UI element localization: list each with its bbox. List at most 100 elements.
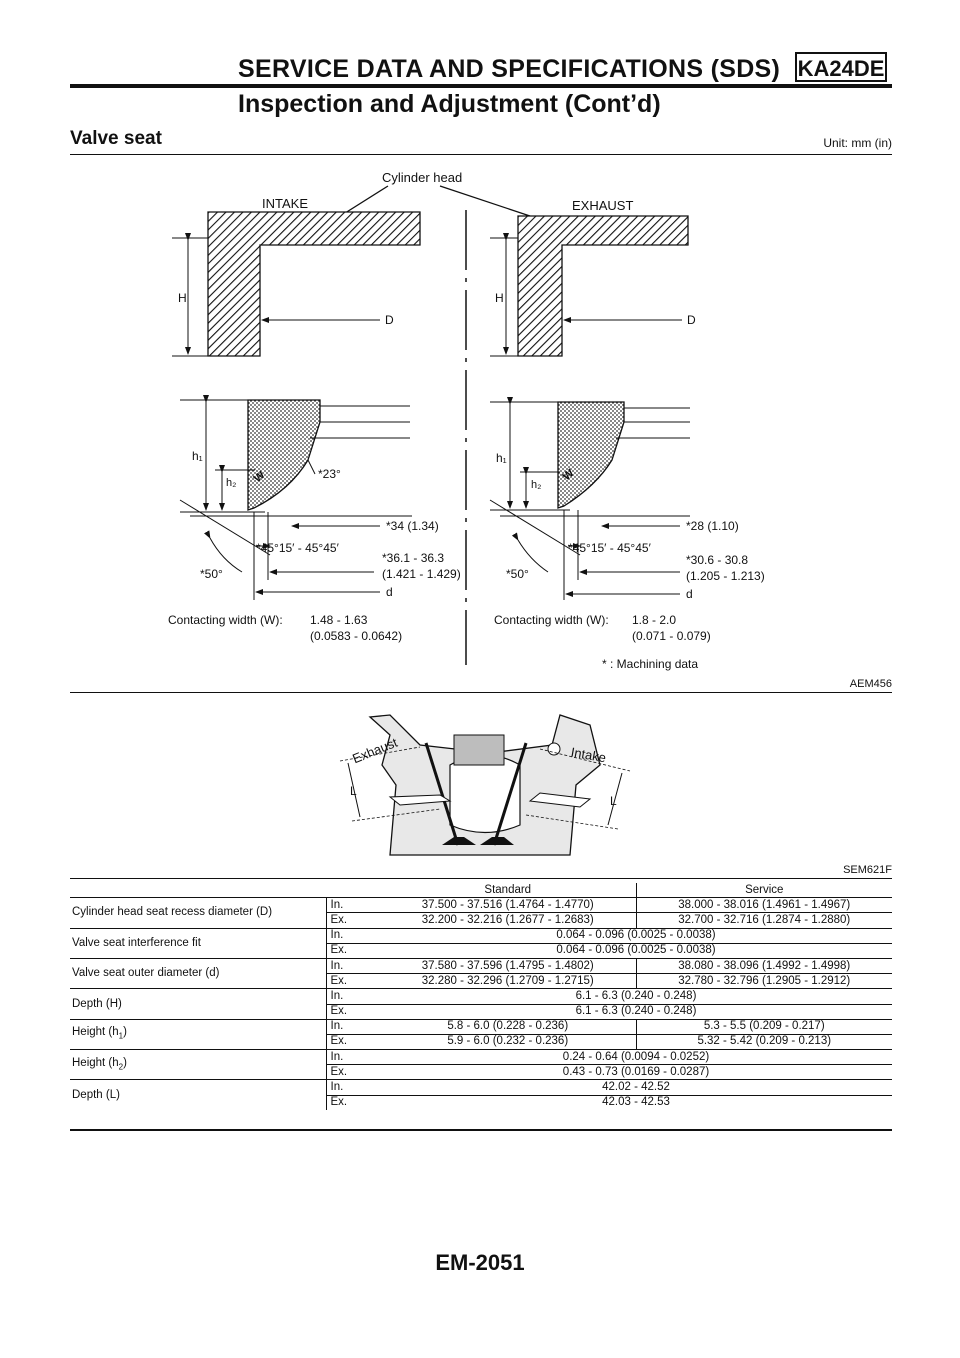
figure1-rule (70, 692, 892, 693)
intake-h2-label: h₂ (226, 477, 236, 489)
exhaust-H-label: H (495, 291, 504, 305)
in-label: In. (325, 988, 380, 1005)
table-row: Height (h1) In. 5.8 - 6.0 (0.228 - 0.236… (70, 1019, 892, 1051)
cell-combined: 42.03 - 42.53 (602, 1096, 670, 1109)
cell-combined: 0.43 - 0.73 (0.0169 - 0.0287) (380, 1064, 892, 1081)
exhaust-D-label: D (687, 313, 696, 327)
cell-standard: 37.500 - 37.516 (1.4764 - 1.4770) (380, 897, 636, 914)
section-title: Valve seat (70, 128, 162, 149)
cell-service: 5.3 - 5.5 (0.209 - 0.217) (635, 1019, 892, 1035)
intake-34-dim: *34 (1.34) (386, 519, 439, 533)
ex-label: Ex. (325, 1004, 380, 1020)
intake-head-section (207, 211, 421, 357)
exhaust-50-angle: *50° (506, 567, 529, 581)
page-number: EM-2051 (435, 1250, 525, 1275)
machining-data-note: * : Machining data (602, 657, 698, 671)
intake-23-angle: *23° (318, 467, 341, 481)
in-label: In. (325, 897, 380, 914)
row-item: Depth (L) (72, 1088, 120, 1101)
table-row: Ex. 32.280 - 32.296 (1.2709 - 1.2715) 32… (70, 973, 892, 990)
table-row: Ex. 42.03 - 42.53 (70, 1095, 892, 1110)
page-header-title: SERVICE DATA AND SPECIFICATIONS (SDS) (238, 55, 781, 83)
cell-standard: 5.8 - 6.0 (0.228 - 0.236) (380, 1019, 636, 1035)
table-row: Ex. 0.43 - 0.73 (0.0169 - 0.0287) (70, 1064, 892, 1081)
table-row: Ex. 6.1 - 6.3 (0.240 - 0.248) (70, 1004, 892, 1020)
table-row: Valve seat interference fit In. 0.064 - … (70, 928, 892, 959)
cell-standard: 32.280 - 32.296 (1.2709 - 1.2715) (380, 973, 636, 990)
ex-label: Ex. (325, 1064, 380, 1081)
ex-label: Ex. (325, 943, 380, 959)
intake-contact-value: 1.48 - 1.63 (310, 613, 368, 627)
intake-D-label: D (385, 313, 394, 327)
intake-contact-value-in: (0.0583 - 0.0642) (310, 629, 402, 643)
exhaust-h2-label: h₂ (531, 479, 541, 491)
table-header-row: Standard Service (70, 883, 892, 899)
intake-label-fig2: Intake (570, 744, 607, 765)
row-item: Cylinder head seat recess diameter (D) (70, 897, 326, 929)
row-item: Depth (H) (70, 988, 326, 1020)
intake-dia-in: (1.421 - 1.429) (382, 567, 461, 581)
intake-H-label: H (178, 291, 187, 305)
intake-dia-36: *36.1 - 36.3 (382, 551, 444, 565)
page-subtitle: Inspection and Adjustment (Cont’d) (238, 90, 661, 118)
unit-note: Unit: mm (in) (823, 136, 892, 150)
exhaust-contact-label: Contacting width (W): (494, 613, 609, 627)
exhaust-L-label: L (350, 784, 357, 798)
in-label: In. (325, 958, 380, 975)
cell-service: 38.000 - 38.016 (1.4961 - 1.4967) (635, 897, 892, 914)
intake-h1-label: h₁ (192, 449, 203, 463)
exhaust-h1-label: h₁ (496, 451, 507, 465)
table-bottom-rule (70, 1129, 892, 1131)
exhaust-contact-value: 1.8 - 2.0 (632, 613, 676, 627)
cell-combined: 6.1 - 6.3 (0.240 - 0.248) (380, 988, 892, 1005)
in-label: In. (325, 928, 380, 944)
cell-combined: 0.064 - 0.096 (0.0025 - 0.0038) (380, 943, 892, 959)
exhaust-valve-stem (424, 742, 460, 846)
exhaust-L-dimension (347, 762, 361, 818)
figure2-rule (70, 878, 892, 879)
cell-combined: 0.064 - 0.096 (0.0025 - 0.0038) (380, 928, 892, 944)
in-label: In. (325, 1079, 380, 1096)
intake-seat-angle: *45°15′ - 45°45′ (256, 541, 340, 555)
intake-contact-label: Contacting width (W): (168, 613, 283, 627)
intake-50-angle: *50° (200, 567, 223, 581)
header-rule (70, 84, 892, 88)
row-item: Height (h1) (70, 1019, 326, 1051)
cell-service: 32.780 - 32.796 (1.2905 - 1.2912) (635, 973, 892, 990)
exhaust-contact-value-in: (0.071 - 0.079) (632, 629, 711, 643)
cell-service: 32.700 - 32.716 (1.2874 - 1.2880) (635, 912, 892, 929)
cell-service: 38.080 - 38.096 (1.4992 - 1.4998) (635, 958, 892, 975)
exhaust-seat-insert (557, 401, 625, 509)
header-service: Service (635, 883, 892, 899)
ex-label: Ex. (325, 1095, 380, 1110)
exhaust-head-section (517, 215, 689, 357)
cell-combined: 6.1 - 6.3 (0.240 - 0.248) (380, 1004, 892, 1020)
table-row: Ex. 0.064 - 0.096 (0.0025 - 0.0038) (70, 943, 892, 959)
cell-standard: 32.200 - 32.216 (1.2677 - 1.2683) (380, 912, 636, 929)
ex-label: Ex. (325, 912, 380, 929)
table-row: Cylinder head seat recess diameter (D) I… (70, 897, 892, 929)
cell-combined: 42.02 - 42.52 (380, 1079, 892, 1096)
engine-code-badge: KA24DE (795, 52, 887, 82)
ex-label: Ex. (325, 973, 380, 990)
valve-seat-diagram: Cylinder head INTAKE H D EXHAUST H D h₁ … (168, 170, 765, 671)
exhaust-28-dim: *28 (1.10) (686, 519, 739, 533)
valve-seat-spec-table: Standard Service Cylinder head seat rece… (70, 883, 892, 1110)
header-standard: Standard (380, 883, 636, 899)
row-item: Valve seat interference fit (70, 928, 326, 959)
exhaust-dia-in: (1.205 - 1.213) (686, 569, 765, 583)
intake-d-label: d (386, 585, 393, 599)
row-item: Valve seat outer diameter (d) (70, 958, 326, 990)
cell-standard: 37.580 - 37.596 (1.4795 - 1.4802) (380, 958, 636, 975)
table-row: Depth (L) In. 42.02 - 42.52 (70, 1079, 892, 1101)
exhaust-seat-angle: *45°15′ - 45°45′ (568, 541, 652, 555)
intake-L-dimension (607, 772, 623, 826)
cell-combined: 0.24 - 0.64 (0.0094 - 0.0252) (380, 1049, 892, 1066)
figure1-caption: AEM456 (849, 678, 892, 690)
ex-label: Ex. (325, 1034, 380, 1051)
exhaust-label: EXHAUST (572, 198, 633, 213)
in-label: In. (325, 1019, 380, 1035)
intake-valve-stem (492, 742, 528, 846)
row-item: Height (h2) (70, 1049, 326, 1081)
figure2-caption: SEM621F (843, 864, 892, 876)
